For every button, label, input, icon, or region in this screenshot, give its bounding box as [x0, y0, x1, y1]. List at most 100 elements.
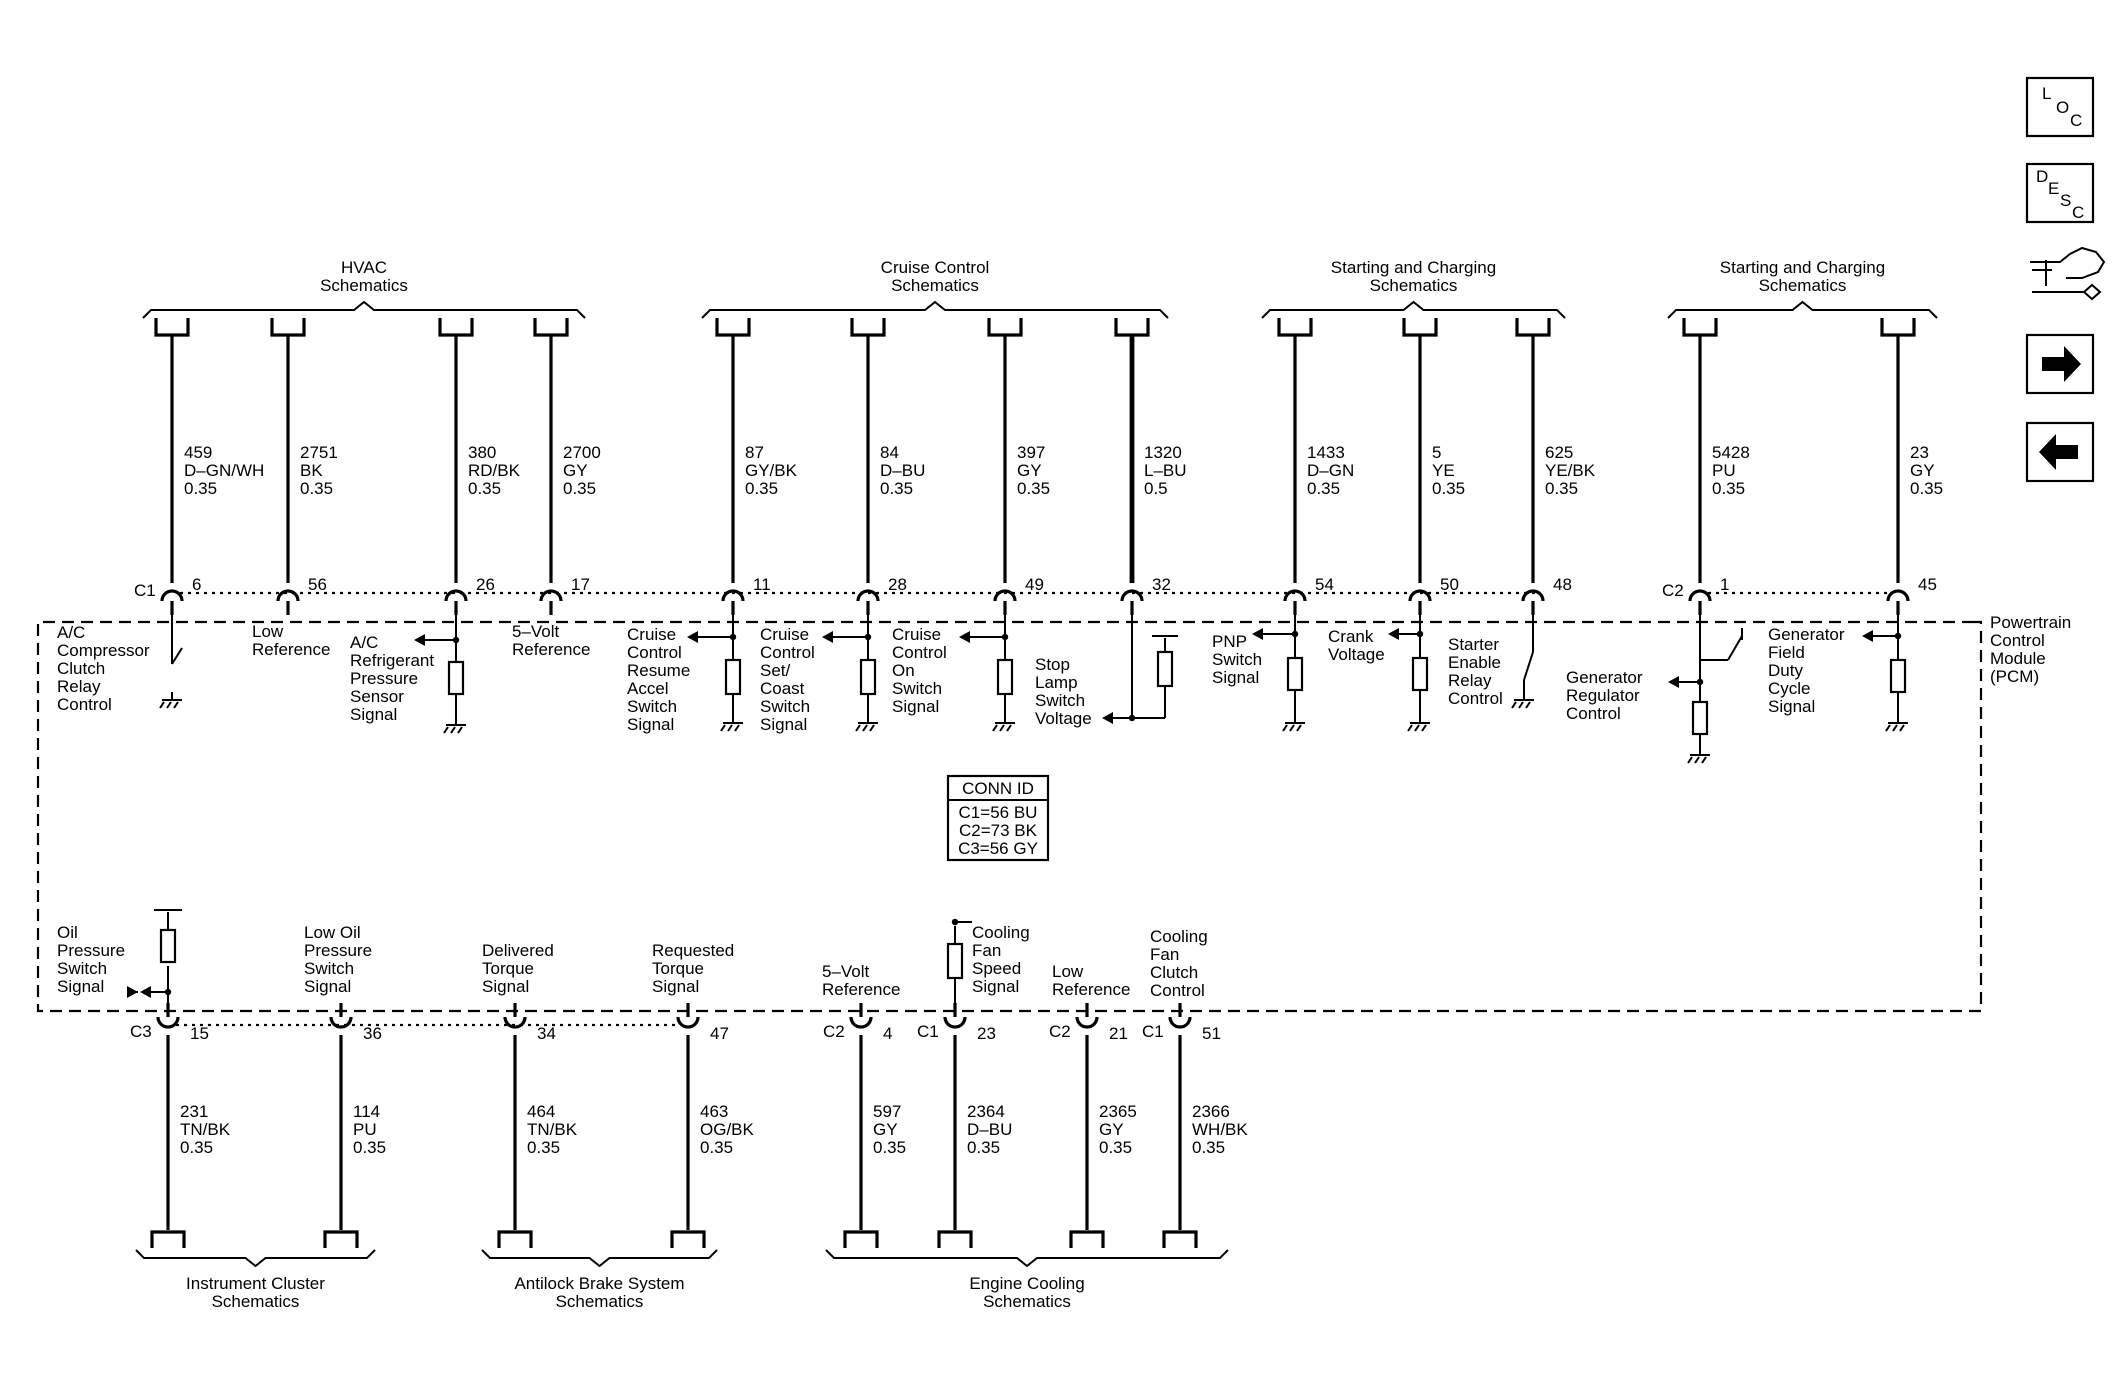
pcm-module-label: Powertrain Control Module (PCM): [1990, 613, 2071, 686]
svg-text:1320: 1320: [1144, 443, 1182, 462]
wire-terminal: [1069, 1230, 1105, 1248]
svg-text:Regulator: Regulator: [1566, 686, 1640, 705]
svg-text:2366: 2366: [1192, 1102, 1230, 1121]
wrench-hand-icon[interactable]: [2030, 246, 2106, 301]
svg-text:397: 397: [1017, 443, 1045, 462]
svg-text:S: S: [2060, 191, 2071, 210]
schematic-group-abs[interactable]: [481, 1249, 718, 1268]
wire-label: 84D–BU0.35: [880, 443, 925, 498]
svg-text:GY/BK: GY/BK: [745, 461, 798, 480]
resistor-icon: [447, 660, 465, 696]
connector-pin: [539, 589, 563, 602]
pin-number: 23: [977, 1024, 996, 1043]
svg-text:Control: Control: [57, 695, 112, 714]
pin-number: 48: [1553, 575, 1572, 594]
svg-text:Refrigerant: Refrigerant: [350, 651, 434, 670]
pin-number: 17: [571, 575, 590, 594]
wire-terminal: [1515, 318, 1551, 337]
svg-text:Relay: Relay: [57, 677, 101, 696]
signal-arrow-icon: [1252, 628, 1295, 640]
svg-text:Cruise: Cruise: [892, 625, 941, 644]
svg-text:A/C: A/C: [350, 633, 378, 652]
schematic-group-ec[interactable]: [825, 1249, 1229, 1268]
conn-id-table: CONN ID C1=56 BU C2=73 BK C3=56 GY: [946, 774, 1050, 862]
switch-icon: [171, 647, 183, 665]
connector-pin: [1075, 1016, 1099, 1029]
schematic-group-cruise[interactable]: [701, 300, 1169, 319]
svg-text:D: D: [2036, 167, 2048, 186]
svg-text:Starting and Charging: Starting and Charging: [1720, 258, 1885, 277]
connector-pin: [1120, 589, 1144, 602]
svg-text:YE/BK: YE/BK: [1545, 461, 1596, 480]
wire-terminal: [1880, 318, 1916, 337]
wire-terminal: [1114, 318, 1150, 337]
svg-text:5428: 5428: [1712, 443, 1750, 462]
svg-text:Low: Low: [1052, 962, 1084, 981]
svg-text:Crank: Crank: [1328, 627, 1374, 646]
svg-text:PNP: PNP: [1212, 632, 1247, 651]
connector-pin: [329, 1016, 353, 1029]
schematic-group-sc2[interactable]: [1667, 300, 1938, 319]
svg-text:464: 464: [527, 1102, 555, 1121]
svg-text:Control: Control: [1448, 689, 1503, 708]
svg-text:O: O: [2056, 98, 2069, 117]
wire-terminal: [937, 1230, 973, 1248]
wire-terminal: [1277, 318, 1313, 337]
svg-text:Starter: Starter: [1448, 635, 1499, 654]
svg-text:Generator: Generator: [1566, 668, 1643, 687]
svg-text:Torque: Torque: [652, 959, 704, 978]
svg-text:Duty: Duty: [1768, 661, 1803, 680]
svg-text:87: 87: [745, 443, 764, 462]
svg-text:Signal: Signal: [57, 977, 104, 996]
connector-pin: [1521, 589, 1545, 602]
svg-text:GY: GY: [1099, 1120, 1124, 1139]
internal-circuit-layer: [127, 615, 1908, 1003]
pin-number: 45: [1918, 575, 1937, 594]
schematic-group-hvac[interactable]: [142, 300, 586, 319]
schematic-group-ic[interactable]: [135, 1249, 376, 1268]
connector-pin: [276, 589, 300, 602]
arrow-right-icon[interactable]: [2025, 333, 2095, 395]
svg-text:Control: Control: [1566, 704, 1621, 723]
connector-id: C2: [1049, 1022, 1071, 1041]
connector-pin: [993, 589, 1017, 602]
svg-text:C: C: [2072, 203, 2084, 222]
pin-number: 49: [1025, 575, 1044, 594]
svg-text:0.35: 0.35: [1910, 479, 1943, 498]
svg-text:Signal: Signal: [482, 977, 529, 996]
svg-text:0.35: 0.35: [1192, 1138, 1225, 1157]
svg-text:GY: GY: [563, 461, 588, 480]
svg-text:Pressure: Pressure: [304, 941, 372, 960]
svg-text:Control: Control: [760, 643, 815, 662]
svg-text:0.5: 0.5: [1144, 479, 1168, 498]
schematic-group-sc1[interactable]: [1261, 300, 1566, 319]
svg-text:0.35: 0.35: [468, 479, 501, 498]
nav-loc-button[interactable]: L O C: [2025, 76, 2095, 138]
nav-desc-button[interactable]: D E S C: [2025, 162, 2095, 224]
svg-text:PU: PU: [353, 1120, 377, 1139]
pcm-module-outline: [36, 620, 1983, 1013]
connector-pin: [1688, 589, 1712, 602]
wire-terminal: [670, 1230, 706, 1248]
svg-text:Schematics: Schematics: [212, 1292, 300, 1311]
wire-terminal: [843, 1230, 879, 1248]
resistor-icon: [159, 928, 177, 964]
signal-arrow-icon: [1388, 628, 1420, 640]
signal-arrow-icon: [687, 631, 733, 643]
svg-text:PU: PU: [1712, 461, 1736, 480]
svg-text:L: L: [2042, 84, 2051, 103]
conn-id-title: CONN ID: [962, 779, 1034, 798]
svg-text:RD/BK: RD/BK: [468, 461, 521, 480]
arrow-left-icon[interactable]: [2025, 421, 2095, 483]
svg-text:0.35: 0.35: [300, 479, 333, 498]
